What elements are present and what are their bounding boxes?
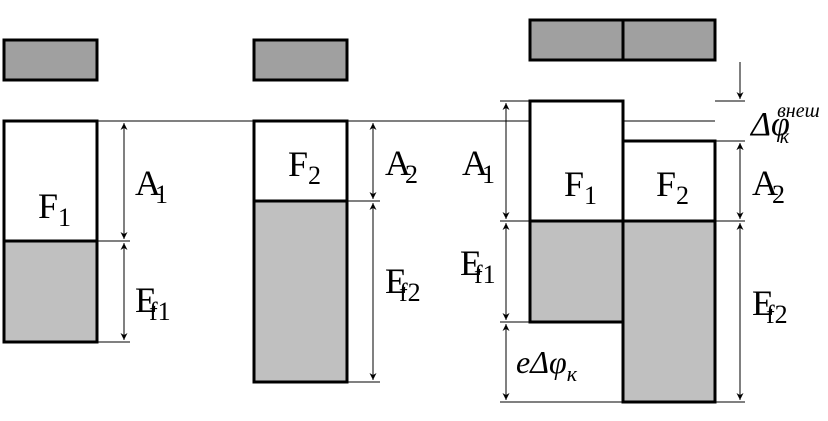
- work-function-1-label: A1: [135, 163, 168, 209]
- band-2-label: F2: [288, 144, 321, 190]
- left-diagram: F1 A1 Ef1: [2, 38, 171, 344]
- contact-metal-1-block: [528, 18, 625, 62]
- metal-1-block: [2, 38, 99, 82]
- band-2-filled: [252, 199, 349, 384]
- contact-band-2-label: F2: [656, 164, 689, 210]
- contact-charge-potential-label: eΔφк: [516, 344, 578, 386]
- metal-2-block: [252, 38, 349, 82]
- contact-band-2-filled: [621, 219, 717, 404]
- contact-band-1-filled: [528, 219, 625, 324]
- fermi-energy-2-label: Ef2: [385, 261, 421, 307]
- contact-metal-2-block: [621, 18, 717, 62]
- fermi-energy-1-label: Ef1: [135, 280, 171, 326]
- contact-fermi-energy-1-label: Ef1: [460, 243, 496, 289]
- contact-band-2-empty: [621, 139, 717, 223]
- work-function-2-label: A2: [385, 143, 418, 189]
- contact-band-1-label: F1: [564, 164, 597, 210]
- contact-work-function-2-label: A2: [752, 163, 785, 209]
- middle-diagram: F2 A2 Ef2: [252, 38, 421, 384]
- band-2-empty: [252, 119, 349, 203]
- band-1-filled: [2, 239, 99, 344]
- band-1-label: F1: [38, 186, 71, 232]
- contact-external-potential-label: Δφквнеш: [749, 100, 820, 148]
- contact-fermi-energy-2-label: Ef2: [752, 283, 788, 329]
- right-diagram: F1 F2 A1 Ef1 eΔφк Δφквнеш A2 Ef2: [460, 18, 820, 404]
- contact-work-function-1-label: A1: [462, 143, 495, 189]
